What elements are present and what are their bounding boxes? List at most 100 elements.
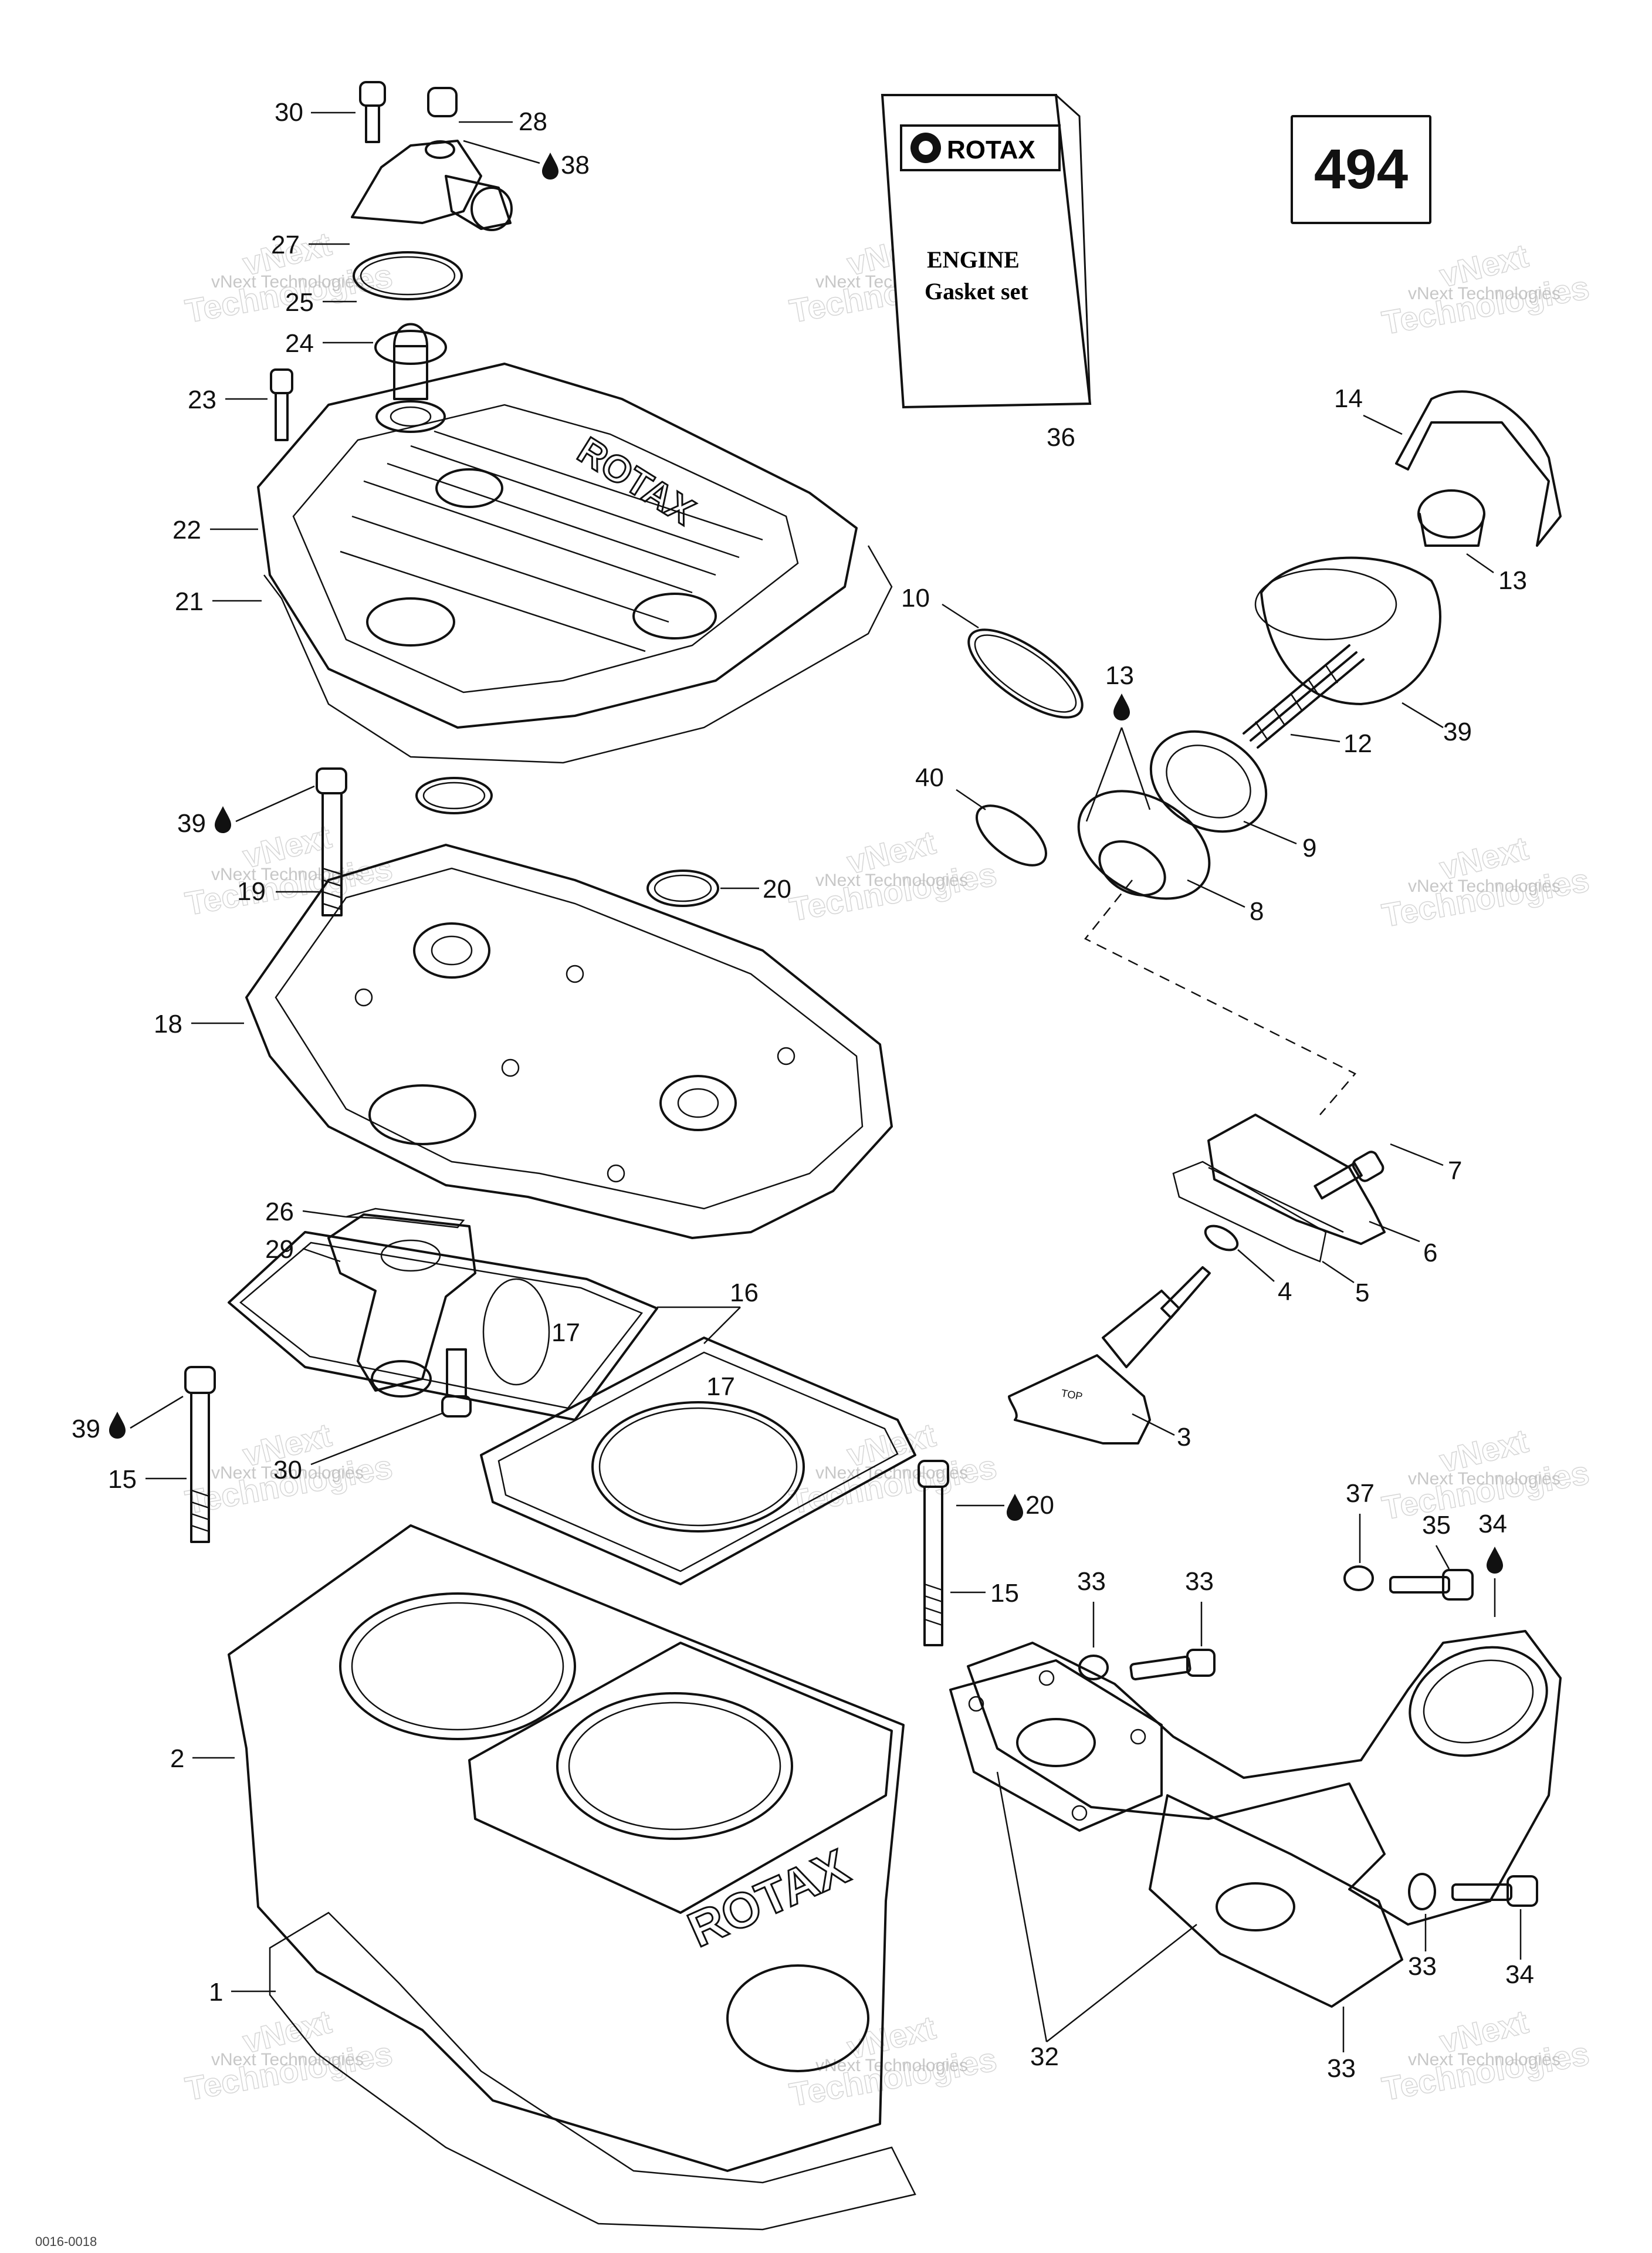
- callout-24: 24: [285, 329, 373, 358]
- watermark-small-text: vNext Technologies: [1408, 877, 1560, 896]
- seal-part-9: [1149, 730, 1268, 833]
- callout-37: 34: [1478, 1510, 1507, 1617]
- stud-part-19: [316, 767, 347, 916]
- callout-26: 26: [265, 1197, 347, 1226]
- callout-10: 10: [901, 584, 979, 629]
- callout-39-right: 13: [1085, 661, 1151, 822]
- water-outlet-elbow-part-29: [327, 1213, 476, 1398]
- svg-text:37: 37: [1346, 1479, 1375, 1508]
- watermark-small-text: vNext Technologies: [211, 2050, 364, 2069]
- watermark-layer: vNext Technologies vNext Technologies vN…: [182, 225, 1592, 2114]
- svg-text:35: 35: [1422, 1511, 1451, 1540]
- svg-text:21: 21: [175, 587, 204, 616]
- svg-text:9: 9: [1302, 834, 1316, 862]
- cylinder-branding: ROTAX: [680, 1839, 857, 1958]
- cylinder-head-part-18: [245, 844, 893, 1239]
- svg-text:20: 20: [1025, 1491, 1054, 1520]
- callout-33-a: 33: [1077, 1567, 1106, 1648]
- o-ring-part-10: [967, 628, 1084, 719]
- callout-11: 12: [1290, 729, 1372, 758]
- callout-14: 14: [1334, 384, 1403, 435]
- valve-cover-part-12: [1254, 556, 1441, 705]
- callout-32: 33: [1327, 2007, 1356, 2083]
- head-cover-branding: ROTAX: [571, 429, 702, 533]
- svg-text:33: 33: [1185, 1567, 1214, 1596]
- watermark-small-text: vNext Technologies: [211, 865, 364, 884]
- watermark-small-text: vNext Technologies: [815, 1463, 968, 1483]
- svg-text:16: 16: [730, 1278, 759, 1307]
- callout-37-label: 34: [1478, 1510, 1507, 1538]
- callout-38: 38: [463, 140, 590, 180]
- callout-25: 25: [285, 288, 357, 317]
- footer-code: 0016-0018: [35, 2234, 97, 2249]
- callout-29: 29: [265, 1235, 341, 1264]
- callout-39-lower: 39: [72, 1395, 184, 1443]
- callout-40: 40: [915, 763, 986, 811]
- callout-22: 22: [172, 516, 258, 544]
- oil-drop-icon: [215, 806, 231, 833]
- callout-6: 6: [1369, 1220, 1437, 1267]
- svg-text:30: 30: [275, 98, 303, 127]
- screw-part-34-b: [1451, 1875, 1538, 1907]
- svg-text:30: 30: [273, 1456, 302, 1484]
- watermark-small-text: vNext Technologies: [1408, 2050, 1560, 2069]
- svg-text:20: 20: [763, 875, 791, 904]
- svg-text:3: 3: [1177, 1423, 1191, 1452]
- svg-text:17: 17: [706, 1372, 735, 1401]
- svg-text:32: 32: [1030, 2042, 1059, 2071]
- head-cover-gasket-part-21: [263, 545, 893, 764]
- svg-text:6: 6: [1423, 1239, 1437, 1267]
- svg-text:12: 12: [1343, 729, 1372, 758]
- screw-part-7: [1314, 1151, 1384, 1200]
- svg-text:36: 36: [1047, 423, 1075, 452]
- svg-text:19: 19: [237, 877, 266, 906]
- callout-30-lower: 30: [273, 1412, 444, 1484]
- callout-1: 1: [209, 1978, 276, 2007]
- callout-28: 28: [459, 107, 547, 136]
- assembly-dashed-line: [1084, 879, 1356, 1115]
- svg-text:40: 40: [915, 763, 944, 792]
- diaphragm-part-8: [1077, 790, 1211, 900]
- gasket-set-booklet: ROTAX ENGINE Gasket set: [881, 94, 1092, 409]
- callout-35: 35: [1422, 1511, 1451, 1569]
- svg-text:23: 23: [188, 385, 216, 414]
- callout-21: 21: [175, 587, 262, 616]
- svg-text:4: 4: [1278, 1277, 1292, 1306]
- watermark-small-text: vNext Technologies: [211, 272, 364, 292]
- screw-part-30-lower: [441, 1348, 472, 1418]
- callout-20-upper: 20: [720, 875, 791, 904]
- svg-text:13: 13: [1498, 566, 1527, 595]
- svg-text:34: 34: [1505, 1960, 1534, 1989]
- svg-text:33: 33: [1327, 2054, 1356, 2083]
- svg-text:39: 39: [177, 809, 206, 838]
- stud-part-15-left: [184, 1366, 216, 1543]
- watermark: vNext Technologies vNext Technologies: [786, 2008, 1000, 2114]
- svg-text:39: 39: [1443, 718, 1472, 746]
- callout-13: 13: [1466, 553, 1527, 595]
- o-ring-part-4: [1204, 1224, 1239, 1251]
- callout-17-upper: 17: [551, 1318, 580, 1347]
- callout-17-lower: 17: [706, 1372, 735, 1401]
- head-gasket-part-16: [480, 1337, 916, 1585]
- watermark: vNext Technologies vNext Technologies: [786, 823, 1000, 929]
- watermark-small-text: vNext Technologies: [211, 1463, 364, 1483]
- exhaust-gasket-part-31: [949, 1659, 1295, 1931]
- callout-33-c: 33: [1408, 1914, 1437, 1981]
- callout-8: 8: [1187, 879, 1264, 926]
- watermark-small-text: vNext Technologies: [1408, 284, 1560, 303]
- svg-text:25: 25: [285, 288, 314, 317]
- o-ring-top-left: [415, 777, 493, 814]
- booklet-subtitle: Gasket set: [925, 278, 1028, 305]
- svg-text:17: 17: [551, 1318, 580, 1347]
- watermark-small-text: vNext Technologies: [1408, 1469, 1560, 1489]
- svg-text:33: 33: [1408, 1952, 1437, 1981]
- svg-text:14: 14: [1334, 384, 1363, 413]
- svg-text:39: 39: [72, 1415, 100, 1443]
- oil-drop-icon: [542, 153, 558, 180]
- callout-31: 32: [996, 1771, 1197, 2071]
- callout-15-right: 15: [950, 1579, 1019, 1608]
- watermark: vNext Technologies vNext Technologies: [1379, 236, 1592, 342]
- plug-part-28: [427, 87, 458, 117]
- combustion-seal-part-17-lower: [591, 1401, 805, 1533]
- svg-text:2: 2: [170, 1744, 184, 1773]
